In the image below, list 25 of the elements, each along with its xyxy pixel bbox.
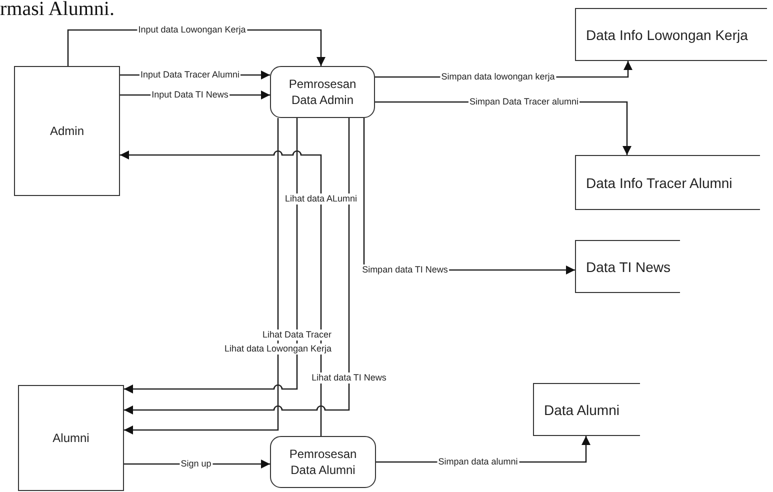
- edge-label: Input Data Tracer Alumni: [139, 70, 241, 80]
- edge-label: Simpan data lowongan kerja: [440, 72, 556, 82]
- edge-label: Lihat Data Tracer: [261, 330, 333, 340]
- entity-box: Admin: [14, 66, 120, 196]
- entity-box: Alumni: [18, 385, 124, 491]
- edge-label: Lihat data ALumni: [284, 194, 358, 204]
- data-store: Data Info Tracer Alumni: [575, 155, 760, 210]
- process-box: Pemrosesan Data Admin: [270, 66, 375, 118]
- arrow: [124, 118, 279, 434]
- edge-label: Lihat data TI News: [310, 372, 388, 384]
- data-store: Data Info Lowongan Kerja: [575, 8, 767, 61]
- page-text: rmasi Alumni.: [0, 0, 114, 21]
- edge-label: Sign up: [180, 458, 212, 470]
- arrow: [124, 118, 298, 394]
- edge-label: Simpan data alumni: [437, 456, 519, 468]
- edge-label: Simpan Data Tracer alumni: [468, 96, 580, 108]
- arrow: [124, 118, 350, 414]
- edge-label: Lihat data Lowongan Kerja: [223, 344, 333, 354]
- process-box: Pemrosesan Data Alumni: [270, 436, 376, 488]
- data-store: Data Alumni: [533, 383, 640, 436]
- edge-label: Input Data TI News: [150, 90, 230, 100]
- edge-label: Input data Lowongan Kerja: [137, 24, 247, 36]
- arrow: [120, 150, 322, 436]
- data-store: Data TI News: [575, 240, 680, 293]
- edge-label: Simpan data TI News: [361, 264, 449, 276]
